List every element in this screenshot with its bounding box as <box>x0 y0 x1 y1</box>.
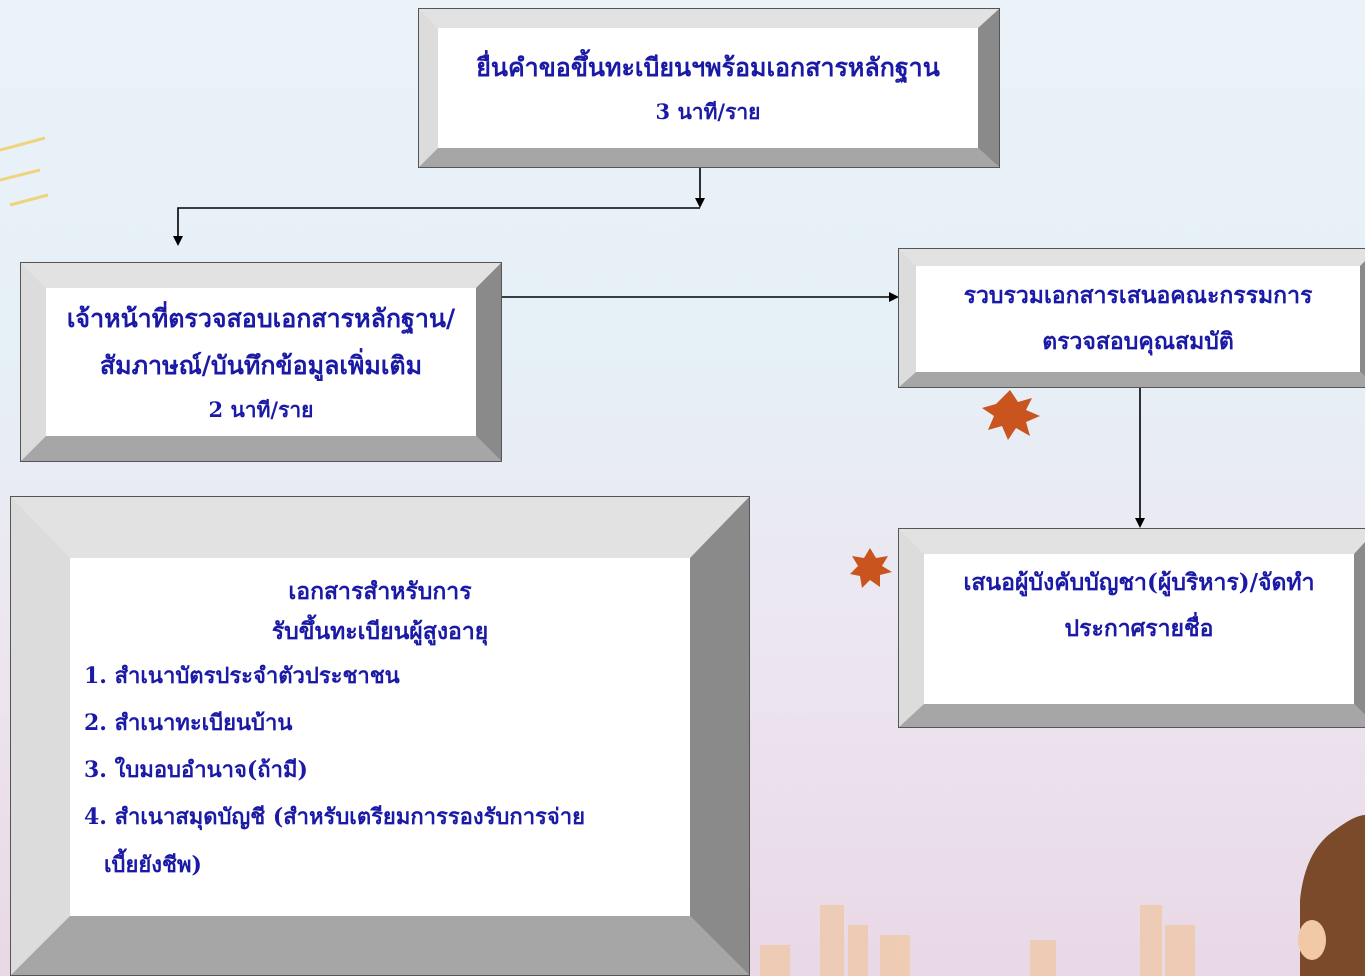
box-face: เอกสารสำหรับการ รับขึ้นทะเบียนผู้สูงอายุ… <box>70 558 690 916</box>
document-item-4-continued: เบี้ยยังชีพ) <box>104 851 202 878</box>
required-documents-box: เอกสารสำหรับการ รับขึ้นทะเบียนผู้สูงอายุ… <box>10 496 750 976</box>
bevel-frame <box>898 528 1365 728</box>
bevel-frame <box>10 496 750 976</box>
verify-time: 2 นาที/ราย <box>208 396 314 422</box>
verify-line-2: สัมภาษณ์/บันทึกข้อมูลเพิ่มเติม <box>99 351 423 381</box>
step-collect-box: รวบรวมเอกสารเสนอคณะกรรมการ ตรวจสอบคุณสมบ… <box>898 248 1365 388</box>
bevel-frame <box>20 262 502 462</box>
submit-title: ยื่นคำขอขึ้นทะเบียนฯพร้อมเอกสารหลักฐาน <box>476 53 940 83</box>
document-item-2: 2. สำเนาทะเบียนบ้าน <box>84 709 293 736</box>
submit-time: 3 นาที/ราย <box>655 98 761 124</box>
propose-line-2: ประกาศรายชื่อ <box>1064 615 1214 642</box>
arrow-junction-to-verify <box>173 207 700 246</box>
box-face: รวบรวมเอกสารเสนอคณะกรรมการ ตรวจสอบคุณสมบ… <box>916 266 1360 372</box>
document-item-1: 1. สำเนาบัตรประจำตัวประชาชน <box>84 662 400 689</box>
document-item-3: 3. ใบมอบอำนาจ(ถ้ามี) <box>84 757 308 784</box>
verify-line-1: เจ้าหน้าที่ตรวจสอบเอกสารหลักฐาน/ <box>66 303 456 333</box>
collect-line-2: ตรวจสอบคุณสมบัติ <box>1042 328 1234 355</box>
document-item-4: 4. สำเนาสมุดบัญชี (สำหรับเตรียมการรองรับ… <box>84 804 585 831</box>
box-face: เสนอผู้บังคับบัญชา(ผู้บริหาร)/จัดทำ ประก… <box>924 554 1354 704</box>
bevel-frame <box>898 248 1365 388</box>
documents-heading-2: รับขึ้นทะเบียนผู้สูงอายุ <box>271 618 489 646</box>
box-face: ยื่นคำขอขึ้นทะเบียนฯพร้อมเอกสารหลักฐาน 3… <box>438 28 978 148</box>
step-submit-request-box: ยื่นคำขอขึ้นทะเบียนฯพร้อมเอกสารหลักฐาน 3… <box>418 8 1000 168</box>
collect-line-1: รวบรวมเอกสารเสนอคณะกรรมการ <box>963 282 1313 309</box>
bevel-frame <box>418 8 1000 168</box>
documents-heading-1: เอกสารสำหรับการ <box>288 578 472 605</box>
step-verify-box: เจ้าหน้าที่ตรวจสอบเอกสารหลักฐาน/ สัมภาษณ… <box>20 262 502 462</box>
box-face: เจ้าหน้าที่ตรวจสอบเอกสารหลักฐาน/ สัมภาษณ… <box>46 288 476 436</box>
propose-line-1: เสนอผู้บังคับบัญชา(ผู้บริหาร)/จัดทำ <box>963 569 1315 596</box>
step-propose-box: เสนอผู้บังคับบัญชา(ผู้บริหาร)/จัดทำ ประก… <box>898 528 1365 728</box>
